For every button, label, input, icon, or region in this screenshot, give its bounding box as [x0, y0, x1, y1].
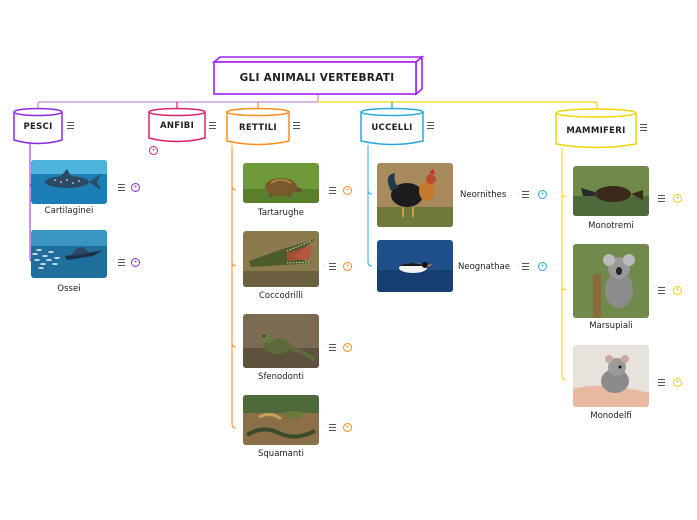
- menu-lines-icon[interactable]: [293, 122, 300, 129]
- category-uccelli-shape[interactable]: [360, 107, 424, 146]
- image-neognathae: [377, 240, 453, 292]
- collapse-badge-icon[interactable]: +: [343, 343, 352, 352]
- menu-lines-icon[interactable]: [658, 287, 665, 294]
- leaf-squamanti-label: Squamanti: [258, 449, 304, 459]
- leaf-ossei-label: Ossei: [57, 284, 81, 294]
- connector-dots: ·: [653, 193, 655, 200]
- menu-lines-icon[interactable]: [329, 187, 336, 194]
- collapse-badge-icon[interactable]: +: [343, 186, 352, 195]
- rooster-icon: [377, 163, 453, 227]
- seabird-icon: [377, 240, 453, 292]
- leaf-coccodrilli-label: Coccodrilli: [258, 291, 304, 301]
- connector-dots: ·: [323, 343, 325, 350]
- menu-lines-icon[interactable]: [658, 195, 665, 202]
- menu-lines-icon[interactable]: [658, 379, 665, 386]
- connector-dots: ·: [653, 377, 655, 384]
- collapse-badge-icon[interactable]: +: [343, 423, 352, 432]
- menu-lines-icon[interactable]: [522, 263, 529, 270]
- koala-icon: [573, 244, 649, 318]
- image-marsupiali: [573, 244, 649, 318]
- connector-dots: ·: [112, 258, 114, 265]
- image-ossei: [31, 230, 107, 278]
- connector-dots: ·: [112, 183, 114, 190]
- collapse-badge-icon[interactable]: +: [538, 262, 547, 271]
- menu-lines-icon[interactable]: [329, 424, 336, 431]
- menu-lines-icon[interactable]: [118, 184, 125, 191]
- image-monodelfi: [573, 345, 649, 407]
- root-node[interactable]: [211, 55, 425, 96]
- connector-dots: ·: [323, 262, 325, 269]
- collapse-badge-icon[interactable]: +: [131, 183, 140, 192]
- tortoise-icon: [243, 163, 319, 203]
- menu-lines-icon[interactable]: [640, 124, 647, 131]
- collapse-badge-icon[interactable]: +: [149, 146, 158, 155]
- connector-dots: ·: [323, 186, 325, 193]
- collapse-badge-icon[interactable]: +: [538, 190, 547, 199]
- menu-lines-icon[interactable]: [522, 191, 529, 198]
- collapse-badge-icon[interactable]: +: [673, 194, 682, 203]
- menu-lines-icon[interactable]: [118, 259, 125, 266]
- menu-lines-icon[interactable]: [427, 122, 434, 129]
- leaf-monotremi-label: Monotremi: [588, 221, 634, 231]
- connector-dots: ·: [323, 423, 325, 430]
- category-uccelli-label: UCCELLI: [371, 123, 413, 133]
- image-cartilaginei: [31, 160, 107, 204]
- image-tartarughe: [243, 163, 319, 203]
- leaf-monodelfi-label: Monodelfi: [590, 411, 632, 421]
- category-rettili-label: RETTILI: [239, 123, 277, 133]
- collapse-badge-icon[interactable]: +: [131, 258, 140, 267]
- crocodile-icon: [243, 231, 319, 287]
- platypus-icon: [573, 166, 649, 216]
- image-squamanti: [243, 395, 319, 445]
- category-anfibi-label: ANFIBI: [159, 121, 195, 131]
- image-neornithes: [377, 163, 453, 227]
- collapse-badge-icon[interactable]: +: [343, 262, 352, 271]
- menu-lines-icon[interactable]: [67, 122, 74, 129]
- leaf-neornithes-label: Neornithes: [460, 190, 507, 200]
- menu-lines-icon[interactable]: [209, 122, 216, 129]
- menu-lines-icon[interactable]: [329, 344, 336, 351]
- category-pesci-shape[interactable]: [13, 107, 63, 145]
- category-mammiferi-label: MAMMIFERI: [566, 126, 626, 136]
- connector-dots: ·: [653, 285, 655, 292]
- category-pesci-label: PESCI: [23, 122, 53, 132]
- image-coccodrilli: [243, 231, 319, 287]
- connector-dots: ·: [516, 262, 518, 269]
- sailfish-icon: [31, 230, 107, 278]
- collapse-badge-icon[interactable]: +: [673, 286, 682, 295]
- connector-dots: ·: [516, 190, 518, 197]
- leaf-sfenodonti-label: Sfenodonti: [258, 372, 304, 382]
- leaf-neognathae-label: Neognathae: [458, 262, 510, 272]
- leaf-tartarughe-label: Tartarughe: [258, 208, 304, 218]
- lizard-snake-icon: [243, 395, 319, 445]
- leaf-cartilaginei-label: Cartilaginei: [44, 206, 94, 216]
- menu-lines-icon[interactable]: [329, 263, 336, 270]
- image-sfenodonti: [243, 314, 319, 368]
- category-rettili-shape[interactable]: [226, 107, 290, 146]
- mouse-in-hand-icon: [573, 345, 649, 407]
- tuatara-icon: [243, 314, 319, 368]
- category-mammiferi-shape[interactable]: [555, 108, 637, 149]
- image-monotremi: [573, 166, 649, 216]
- collapse-badge-icon[interactable]: +: [673, 378, 682, 387]
- root-title: GLI ANIMALI VERTEBRATI: [239, 72, 395, 84]
- whale-shark-icon: [31, 160, 107, 204]
- leaf-marsupiali-label: Marsupiali: [589, 321, 633, 331]
- category-anfibi-shape[interactable]: [148, 107, 206, 143]
